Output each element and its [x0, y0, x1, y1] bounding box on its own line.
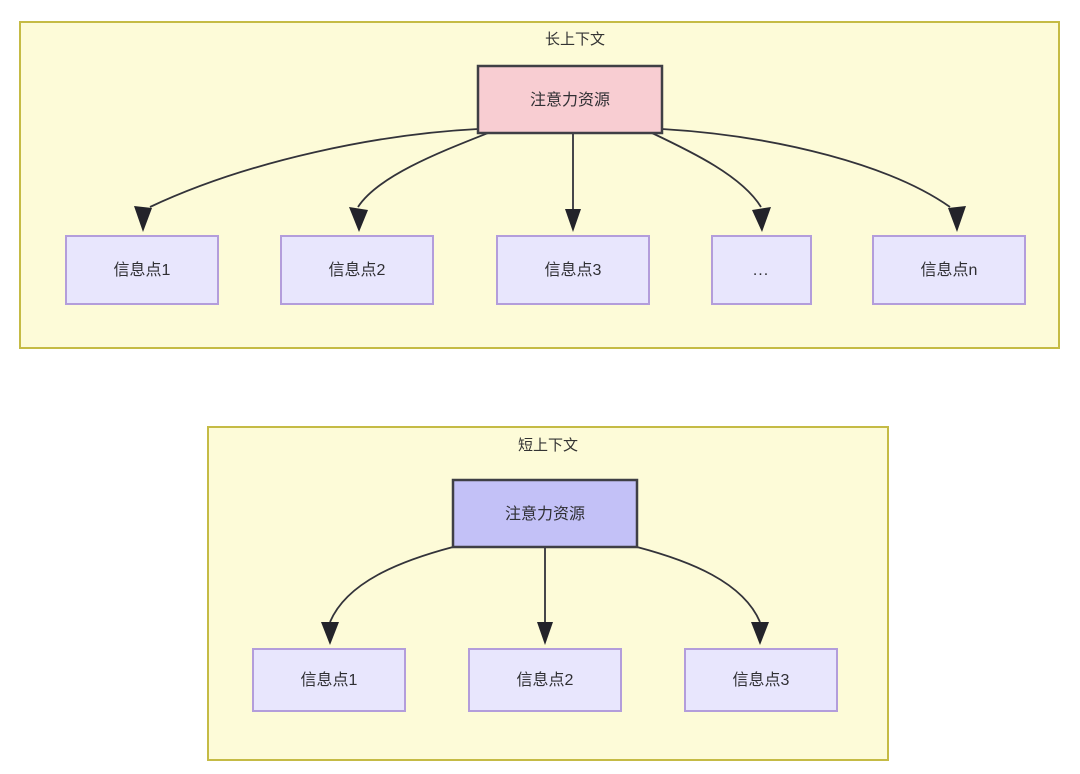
node-info-point-3-short-label: 信息点3: [733, 671, 790, 689]
arrowhead-info3: [565, 209, 581, 232]
node-attention-resource-long[interactable]: 注意力资源: [476, 64, 664, 135]
node-info-point-n-long-rect[interactable]: [872, 235, 1026, 305]
node-info-point-n-long-label: 信息点n: [921, 261, 978, 279]
node-info-point-3-short-rect[interactable]: [684, 648, 838, 712]
node-info-point-n-long[interactable]: 信息点n: [872, 235, 1026, 305]
node-info-point-3-long[interactable]: 信息点3: [496, 235, 650, 305]
node-info-point-ellipsis-long[interactable]: ...: [711, 235, 812, 305]
arrowhead-info1: [134, 206, 152, 232]
node-info-point-2-long[interactable]: 信息点2: [280, 235, 434, 305]
node-info-point-3-short[interactable]: 信息点3: [684, 648, 838, 712]
arrowhead-short-info1: [321, 622, 339, 645]
node-attention-resource-short-rect[interactable]: [451, 478, 639, 549]
panel-long-context-title: 长上下文: [545, 31, 605, 48]
panel-short-context-title: 短上下文: [518, 437, 578, 454]
node-info-point-1-short[interactable]: 信息点1: [252, 648, 406, 712]
node-info-point-3-long-label: 信息点3: [545, 261, 602, 279]
node-info-point-1-short-label: 信息点1: [301, 671, 358, 689]
node-attention-resource-long-label: 注意力资源: [530, 90, 610, 109]
node-info-point-2-long-label: 信息点2: [329, 261, 386, 279]
node-info-point-1-long-rect[interactable]: [65, 235, 219, 305]
arrowhead-info2: [349, 207, 368, 232]
arrowhead-infon: [948, 206, 966, 232]
arrowhead-ellipsis: [752, 207, 771, 232]
edge-attn-to-ellipsis: [651, 132, 762, 208]
node-info-point-2-short[interactable]: 信息点2: [468, 648, 622, 712]
node-info-point-3-long-rect[interactable]: [496, 235, 650, 305]
edge-attn-to-info1: [149, 128, 479, 208]
edges-long-context: [134, 128, 966, 232]
arrowhead-short-info2: [537, 622, 553, 645]
edges-short-context: [321, 546, 769, 645]
node-info-point-1-short-rect[interactable]: [252, 648, 406, 712]
panel-long-context: 长上下文 注意力资源 信息: [19, 21, 1060, 349]
arrowhead-short-info3: [751, 622, 769, 645]
edge-attn-to-infon: [661, 128, 951, 208]
node-info-point-ellipsis-long-rect[interactable]: [711, 235, 812, 305]
node-attention-resource-short[interactable]: 注意力资源: [451, 478, 639, 549]
node-info-point-1-long-label: 信息点1: [114, 261, 171, 279]
node-info-point-1-long[interactable]: 信息点1: [65, 235, 219, 305]
node-info-point-2-short-label: 信息点2: [517, 671, 574, 689]
edge-attn-to-info2: [357, 132, 489, 208]
node-info-point-2-short-rect[interactable]: [468, 648, 622, 712]
node-info-point-2-long-rect[interactable]: [280, 235, 434, 305]
node-attention-resource-short-label: 注意力资源: [505, 504, 585, 523]
edge-attn-short-to-info3: [636, 546, 761, 623]
edge-attn-short-to-info1: [329, 546, 454, 623]
panel-short-context: 短上下文 注意力资源 信息点1 信息点2: [207, 426, 889, 761]
node-attention-resource-long-rect[interactable]: [476, 64, 664, 135]
node-info-point-ellipsis-long-label: ...: [753, 262, 769, 279]
